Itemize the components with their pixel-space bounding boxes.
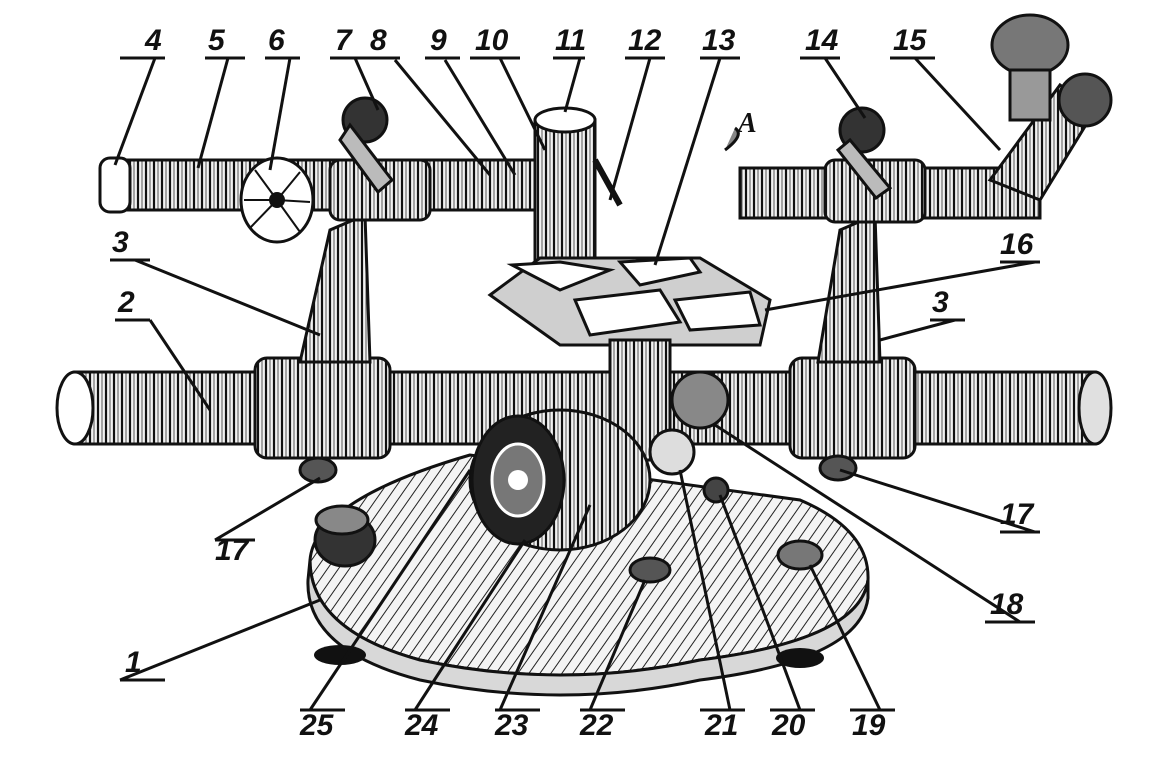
label-part-9: 9	[430, 24, 447, 57]
base-plate	[306, 453, 870, 697]
label-part-4: 4	[144, 24, 162, 57]
label-part-17-left: 17	[215, 534, 250, 567]
crystal-table	[487, 256, 772, 462]
label-part-20: 20	[771, 709, 806, 742]
label-letter-a: A	[736, 108, 757, 139]
label-part-10: 10	[475, 24, 509, 57]
label-part-2: 2	[117, 286, 135, 319]
label-part-23: 23	[494, 709, 529, 742]
label-part-24: 24	[404, 709, 439, 742]
label-part-3-right: 3	[932, 286, 949, 319]
label-part-13: 13	[702, 24, 736, 57]
left-arm	[98, 96, 542, 244]
label-part-3-left: 3	[112, 226, 129, 259]
label-part-6: 6	[268, 24, 285, 57]
label-part-16: 16	[1000, 228, 1034, 261]
right-arm	[724, 106, 1042, 224]
label-part-19: 19	[852, 709, 886, 742]
label-part-8: 8	[370, 24, 387, 57]
label-part-18: 18	[990, 588, 1024, 621]
label-part-14: 14	[805, 24, 839, 57]
label-part-12: 12	[628, 24, 662, 57]
part-labels: 4 5 6 7 8 9 10 11 12 13 14 15 A 3 2 16 3…	[112, 24, 1035, 742]
label-part-1: 1	[125, 646, 142, 679]
graduated-drum	[468, 370, 730, 552]
label-part-11: 11	[555, 24, 586, 57]
label-part-7: 7	[335, 24, 353, 57]
label-part-21: 21	[704, 709, 738, 742]
label-part-17-right: 17	[1000, 498, 1035, 531]
label-part-22: 22	[579, 709, 614, 742]
label-part-25: 25	[299, 709, 335, 742]
label-part-15: 15	[893, 24, 928, 57]
eyepiece-assembly	[987, 13, 1113, 202]
label-part-5: 5	[208, 24, 226, 57]
leader-lines	[110, 56, 1040, 712]
central-column	[533, 106, 623, 282]
